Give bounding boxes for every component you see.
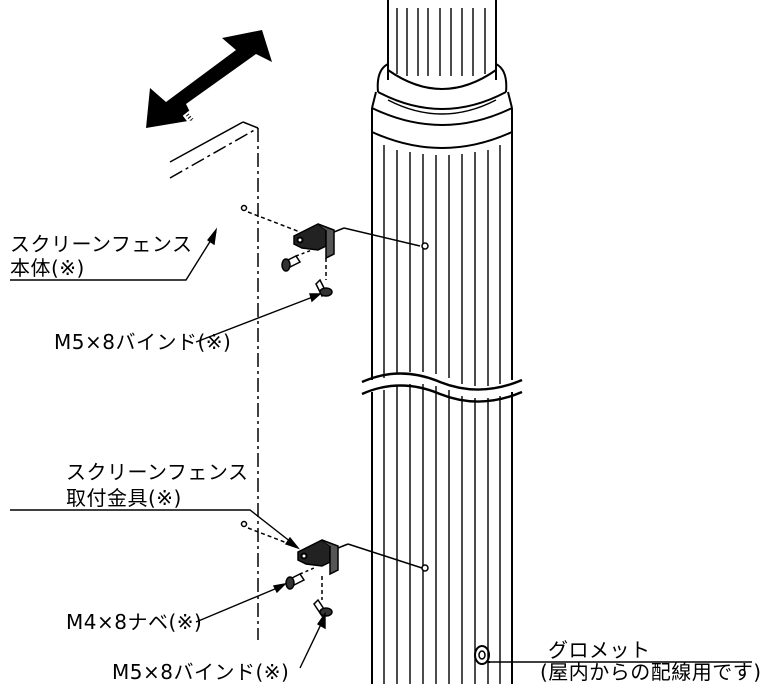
- grommet-label-line1: グロメット: [548, 638, 651, 662]
- upper-bracket: [293, 223, 421, 280]
- pan-screw-label: M4×8ナベ(※): [66, 610, 203, 634]
- leader-lines: [10, 227, 752, 669]
- main-column: [361, 132, 523, 684]
- upper-column: [387, 0, 497, 80]
- fence-body-label-line1: スクリーンフェンス: [10, 232, 193, 256]
- bracket-label-line2: 取付金具(※): [66, 486, 182, 510]
- lower-pan-screw: [285, 567, 315, 590]
- bind-screw-lower-label: M5×8バインド(※): [112, 660, 290, 684]
- fence-body-label-line2: 本体(※): [10, 256, 85, 280]
- lower-bracket: [297, 539, 423, 600]
- bracket-label-line1: スクリーンフェンス: [66, 460, 249, 484]
- upper-pan-screw: [281, 249, 313, 272]
- upper-bind-screw: [315, 278, 333, 298]
- column-collar: [371, 63, 513, 149]
- lower-bind-screw: [313, 598, 333, 618]
- grommet: [474, 645, 545, 665]
- grommet-label-line2: (屋内からの配線用です): [540, 660, 762, 684]
- fence-body-outline: [169, 121, 259, 640]
- bind-screw-upper-label: M5×8バインド(※): [54, 330, 232, 354]
- direction-arrow: [146, 30, 272, 128]
